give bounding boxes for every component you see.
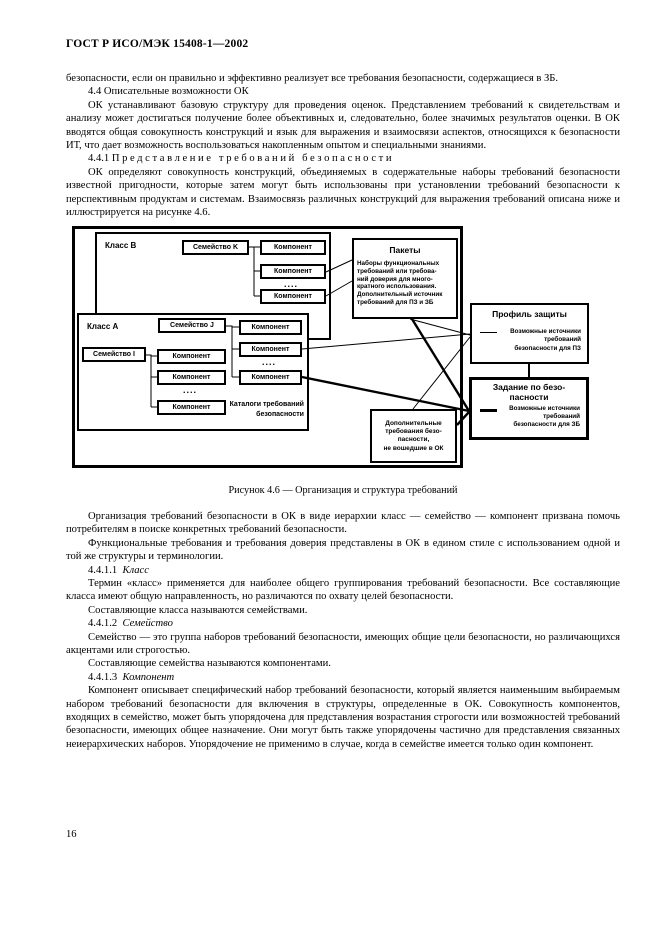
component-box: Компонент	[157, 370, 226, 386]
figure-4-6: Класс B Семейство K Компонент Компонент …	[66, 224, 620, 476]
figure-diagram: Класс B Семейство K Компонент Компонент …	[66, 224, 600, 476]
document-header: ГОСТ Р ИСО/МЭК 15408-1—2002	[66, 38, 249, 50]
component-box: Компонент	[260, 264, 326, 280]
packages-box: Пакеты Наборы функциональных требований …	[352, 238, 458, 320]
paragraph: Компонент описывает специфический набор …	[66, 685, 620, 750]
heading-title: Представление требований безопасности	[111, 153, 395, 165]
family-i-box: Семейство I	[82, 347, 146, 363]
heading-number: 4.4.1.2	[88, 618, 118, 630]
heading-title: Компонент	[122, 671, 175, 683]
component-box: Компонент	[239, 320, 302, 336]
section-heading-4-4-1-1: 4.4.1.1 Класс	[66, 564, 620, 577]
family-k-box: Семейство K	[182, 240, 249, 256]
paragraph: Семейство — это группа наборов требовани…	[66, 631, 620, 656]
paragraph: Организация требований безопасности в ОК…	[66, 510, 620, 536]
paragraph: безопасности, если он правильно и эффект…	[66, 73, 559, 84]
family-j-box: Семейство J	[158, 318, 226, 334]
heading-title: Семейство	[122, 618, 173, 630]
packages-title: Пакеты	[389, 245, 421, 256]
pp-legend-text: Возможные источники требований безопасно…	[510, 328, 581, 352]
component-box: Компонент	[260, 289, 326, 305]
component-box: Компонент	[157, 349, 226, 365]
section-heading-4-4-1-2: 4.4.1.2 Семейство	[66, 617, 620, 630]
st-legend-row: Возможные источники требований безопасно…	[472, 405, 586, 430]
pp-legend-row: Возможные источники требований безопасно…	[472, 328, 587, 353]
st-legend-text: Возможные источники требований безопасно…	[509, 405, 580, 429]
component-box: Компонент	[239, 370, 302, 386]
ellipsis: ....	[183, 385, 198, 396]
paragraph: Термин «класс» применяется для наиболее …	[66, 577, 620, 603]
figure-caption: Рисунок 4.6 — Организация и структура тр…	[228, 485, 458, 497]
paragraph: Функциональные требования и требования д…	[66, 537, 620, 563]
component-box: Компонент	[260, 240, 326, 256]
protection-profile-title: Профиль защиты	[492, 309, 567, 320]
component-box: Компонент	[157, 400, 226, 416]
section-heading-4-4-1-3: 4.4.1.3 Компонент	[66, 671, 620, 684]
catalog-label: Каталоги требований безопасности	[229, 401, 304, 418]
heading-number: 4.4.1	[88, 153, 110, 165]
text-column: безопасности, если он правильно и эффект…	[66, 72, 620, 751]
class-b-label: Класс B	[105, 241, 137, 251]
security-target-title: Задание по безо- пасности	[492, 382, 566, 403]
extra-requirements-box: Дополнительные требования безо- пасности…	[370, 409, 457, 464]
thin-line-legend-dash	[480, 332, 497, 334]
packages-body: Наборы функциональных требований или тре…	[357, 259, 443, 307]
paragraph: Составляющие семейства называются компон…	[88, 658, 331, 670]
heading-number: 4.4.1.1	[88, 564, 118, 576]
component-box: Компонент	[239, 342, 302, 358]
class-a-label: Класс A	[87, 322, 119, 332]
security-target-box: Задание по безо- пасности Возможные исто…	[469, 377, 589, 441]
thick-line-legend-dash	[480, 409, 497, 412]
ellipsis: ....	[284, 279, 299, 290]
page-number: 16	[66, 829, 77, 840]
section-heading-4-4-1: 4.4.1 Представление требований безопасно…	[66, 152, 620, 165]
section-heading-4-4: 4.4 Описательные возможности ОК	[88, 86, 249, 98]
paragraph: Составляющие класса называются семейства…	[88, 604, 308, 616]
paragraph: ОК устанавливают базовую структуру для п…	[66, 99, 620, 152]
protection-profile-box: Профиль защиты Возможные источники требо…	[470, 303, 589, 365]
heading-number: 4.4.1.3	[88, 671, 118, 683]
heading-title: Класс	[122, 564, 149, 576]
paragraph: ОК определяют совокупность конструкций, …	[66, 166, 620, 219]
ellipsis: ....	[262, 357, 277, 368]
